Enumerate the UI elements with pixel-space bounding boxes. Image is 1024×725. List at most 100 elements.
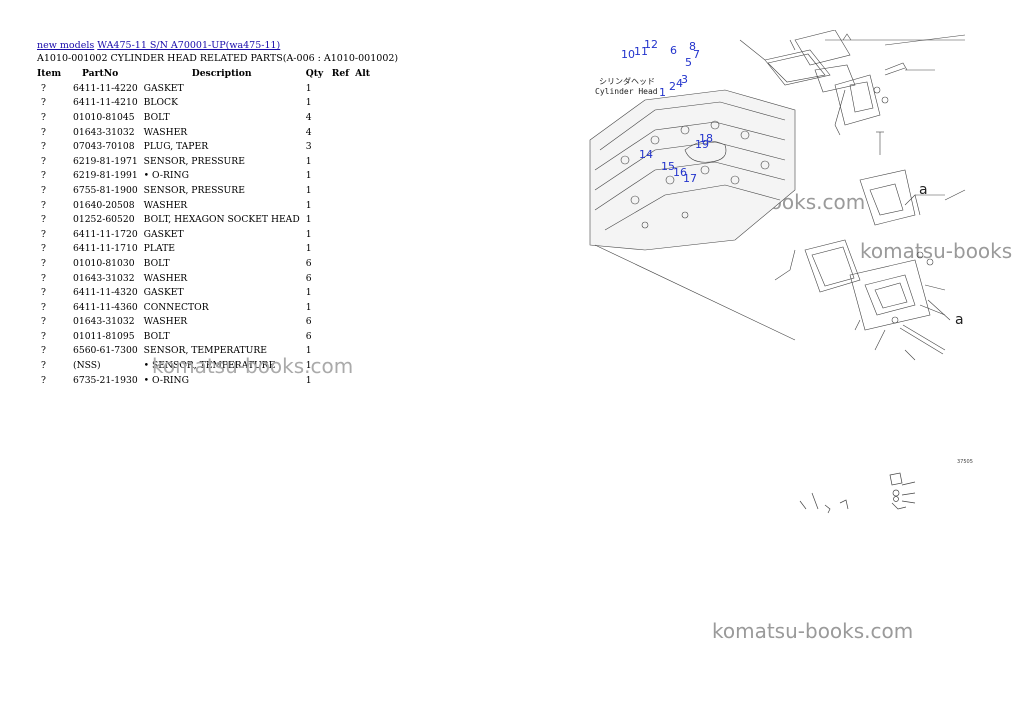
cell-description: BOLT, HEXAGON SOCKET HEAD (143, 214, 300, 226)
cell-item: ? (41, 82, 46, 94)
cell-partno: 01010-81030 (73, 257, 135, 269)
cell-qty: 4 (305, 126, 312, 138)
cell-alt (352, 198, 373, 213)
cell-qty: 6 (305, 316, 312, 328)
cell-partno: 6411-11-4220 (73, 82, 138, 94)
watermark: komatsu-books.com (152, 354, 354, 378)
callout-17: 17 (683, 172, 697, 185)
cell-ref (329, 154, 352, 169)
cell-qty: 4 (305, 111, 312, 123)
cell-ref (329, 315, 352, 330)
cell-qty: 1 (305, 155, 312, 167)
cell-description: PLUG, TAPER (143, 141, 209, 153)
cell-description: • SENSOR, TEMPERATURE (143, 360, 276, 372)
cell-partno: 01640-20508 (73, 199, 135, 211)
cell-ref (329, 212, 352, 227)
cell-qty: 3 (305, 141, 312, 153)
cell-item: ? (41, 155, 46, 167)
callout-10: 10 (621, 48, 635, 61)
cell-item: ? (41, 199, 46, 211)
cell-alt (352, 329, 373, 344)
cell-ref (329, 183, 352, 198)
cell-partno: (NSS) (73, 360, 101, 372)
cell-qty: 6 (305, 257, 312, 269)
cell-qty: 1 (305, 287, 312, 299)
cell-item: ? (41, 330, 46, 342)
cell-partno: 01011-81095 (73, 330, 135, 342)
cell-alt (352, 271, 373, 286)
cell-alt (352, 154, 373, 169)
cell-partno: 6411-11-1710 (73, 243, 138, 255)
cell-partno: 01010-81045 (73, 111, 135, 123)
cell-item: ? (41, 374, 46, 386)
cell-item: ? (41, 345, 46, 357)
col-header-ref: Ref (331, 68, 350, 79)
callout-4: 4 (676, 77, 683, 90)
col-header-description: Description (191, 68, 252, 79)
cell-qty: 1 (305, 228, 312, 240)
cell-alt (352, 227, 373, 242)
cell-alt (352, 285, 373, 300)
cell-alt (352, 344, 373, 359)
cell-ref (329, 256, 352, 271)
cell-item: ? (41, 184, 46, 196)
cylinder-head-label-en: Cylinder Head (595, 87, 658, 96)
col-header-item: Item (37, 68, 62, 79)
cell-item: ? (41, 141, 46, 153)
cell-partno: 01643-31032 (73, 272, 135, 284)
cell-qty: 1 (305, 345, 312, 357)
cell-ref (329, 329, 352, 344)
cell-partno: 6560-61-7300 (73, 345, 138, 357)
cell-ref (329, 96, 352, 111)
cell-alt (352, 358, 373, 373)
col-header-alt: Alt (355, 68, 370, 79)
cell-item: ? (41, 243, 46, 255)
cell-description: WASHER (143, 126, 188, 138)
table-header-row: Item PartNo Description Qty Ref Alt (34, 66, 373, 81)
cell-ref (329, 271, 352, 286)
parts-table: Item PartNo Description Qty Ref Alt ?641… (34, 66, 373, 387)
detail-diagram: 37505 (799, 459, 973, 514)
cell-qty: 1 (305, 374, 312, 386)
cell-item: ? (41, 228, 46, 240)
cell-partno: 6755-81-1900 (73, 184, 138, 196)
cell-item: ? (41, 316, 46, 328)
callout-19: 19 (695, 138, 709, 151)
cell-partno: 6411-11-1720 (73, 228, 138, 240)
cell-item: ? (41, 360, 46, 372)
cell-alt (352, 96, 373, 111)
cell-description: SENSOR, TEMPERATURE (143, 345, 267, 357)
callout-6: 6 (670, 44, 677, 57)
cell-item: ? (41, 97, 46, 109)
cell-partno: 6411-11-4210 (73, 97, 138, 109)
cell-alt (352, 315, 373, 330)
cell-item: ? (41, 272, 46, 284)
breadcrumb-link-new-models[interactable]: new models (37, 40, 95, 51)
cell-alt (352, 300, 373, 315)
cell-qty: 6 (305, 272, 312, 284)
cell-partno: 01643-31032 (73, 126, 135, 138)
callout-2: 2 (669, 80, 676, 93)
cell-item: ? (41, 301, 46, 313)
cell-ref (329, 242, 352, 257)
callout-3: 3 (681, 73, 688, 86)
cell-qty: 1 (305, 243, 312, 255)
cell-ref (329, 198, 352, 213)
cell-ref (329, 110, 352, 125)
watermark: komatsu-books (860, 239, 1013, 263)
cell-partno: 6411-11-4360 (73, 301, 138, 313)
cell-partno: 07043-70108 (73, 141, 135, 153)
cell-alt (352, 139, 373, 154)
breadcrumb-link-model[interactable]: WA475-11 S/N A70001-UP(wa475-11) (97, 40, 281, 51)
cell-qty: 1 (305, 170, 312, 182)
